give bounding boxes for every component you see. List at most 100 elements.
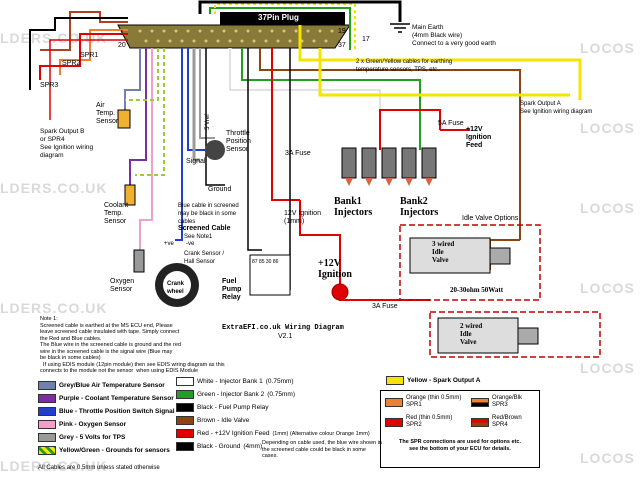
minus-ve-label: -ve bbox=[186, 241, 195, 247]
spark-output-b-label: Spark Output B or SPR4 See Ignition wiri… bbox=[40, 128, 94, 159]
legend-row: Pink - Oxygen Sensor bbox=[38, 419, 126, 430]
oxygen-label: Oxygen Sensor bbox=[110, 278, 135, 293]
legend-label: Blue - Throttle Position Switch Signal bbox=[59, 408, 175, 415]
spr-orange-blk-label: Orange/Blk SPR3 bbox=[492, 395, 523, 408]
legend-swatch bbox=[176, 416, 194, 425]
vref-label: 5 Vref bbox=[204, 114, 211, 130]
diagram-title: ExtraEFI.co.uk Wiring Diagram bbox=[222, 324, 344, 332]
spr-orange-label: Orange (thin 0.5mm) SPR1 bbox=[406, 395, 462, 408]
legend-swatch bbox=[38, 433, 56, 442]
ground-label: Ground bbox=[208, 186, 232, 193]
watermark-right-3: LOCOS bbox=[580, 200, 635, 216]
plug-pin-20: 20 bbox=[118, 42, 126, 49]
spr3-label: SPR3 bbox=[40, 82, 59, 89]
legend-swatch bbox=[38, 446, 56, 455]
watermark-mid-left: LDERS.CO.UK bbox=[0, 180, 108, 196]
spr-orange-blk-cell: Orange/Blk SPR3 bbox=[471, 395, 522, 409]
watermark-right-2: LOCOS bbox=[580, 120, 635, 136]
legend-swatch bbox=[38, 407, 56, 416]
spr-yellow-label: Yellow - Spark Output A bbox=[407, 377, 481, 384]
watermark-right-5: LOCOS bbox=[580, 360, 635, 376]
idle3-resistor-label: 20-30ohm 50Watt bbox=[450, 286, 504, 294]
earthing-label: 2 x Green/Yellow cables for earthing tem… bbox=[356, 59, 453, 73]
legend-label: Black - Ground bbox=[197, 443, 241, 450]
legend-label: White - Injector Bank 1 bbox=[197, 378, 263, 385]
ign-12v-1mm-label: 12V Ignition (1mm) bbox=[284, 210, 321, 225]
plus-ve-label: +ve bbox=[164, 241, 174, 247]
see-note1-label: See Note1 bbox=[184, 234, 213, 240]
cable-note: Depending on cable used, the blue wire s… bbox=[262, 440, 382, 459]
legend-row: Purple - Coolant Temperature Sensor bbox=[38, 393, 174, 404]
legend-swatch bbox=[176, 403, 194, 412]
legend-extra: (0.75mm) bbox=[267, 391, 296, 398]
blue-cable-label: Blue cable in screened may be black in s… bbox=[178, 203, 239, 225]
legend-label: Pink - Oxygen Sensor bbox=[59, 421, 127, 428]
plug-pin-19: 19 bbox=[338, 28, 346, 35]
legend-swatch bbox=[38, 420, 56, 429]
legend-extra: (4mm) bbox=[243, 443, 263, 450]
watermark-right-1: LOCOS bbox=[580, 40, 635, 56]
fuse-5a-label: 5A Fuse bbox=[438, 120, 464, 127]
plug-pin-37: 37 bbox=[338, 42, 346, 49]
ign-feed-label: +12V Ignition Feed bbox=[466, 126, 492, 149]
legend-label: All Cables are 0.5mm unless stated other… bbox=[38, 464, 160, 471]
legend-swatch bbox=[176, 390, 194, 399]
legend-extra: (1mm) (Alternative colour Orange 1mm) bbox=[272, 430, 370, 437]
legend-wires: White - Injector Bank 1 (0.75mm) Green -… bbox=[176, 376, 376, 466]
legend-row: Black - Fuel Pump Relay bbox=[176, 402, 269, 413]
legend-swatch bbox=[385, 417, 403, 427]
fuse-3a-top-label: 3A Fuse bbox=[285, 150, 311, 157]
legend-swatch bbox=[38, 381, 56, 390]
plug-pin-1: 1 bbox=[120, 30, 124, 37]
idle-options-label: Idle Valve Options bbox=[462, 215, 519, 222]
legend-label: Grey/Blue Air Temperature Sensor bbox=[59, 382, 165, 389]
fuse-3a-b-label: 3A Fuse bbox=[372, 303, 398, 310]
legend-extra: (0.75mm) bbox=[265, 378, 294, 385]
legend-swatch bbox=[471, 397, 489, 407]
legend-swatch bbox=[471, 417, 489, 427]
air-temp-label: Air Temp. Sensor bbox=[96, 102, 119, 125]
legend-label: Grey - 5 Volts for TPS bbox=[59, 434, 126, 441]
main-earth-label: Main Earth (4mm Black wire) Connect to a… bbox=[412, 24, 496, 47]
spr-orange-cell: Orange (thin 0.5mm) SPR1 bbox=[385, 395, 461, 409]
spr-table: Yellow - Spark Output A Orange (thin 0.5… bbox=[380, 370, 540, 470]
injectors bbox=[341, 147, 437, 186]
legend-label: Black - Fuel Pump Relay bbox=[197, 404, 269, 411]
relay-pins-label: 87 85 30 86 bbox=[252, 259, 279, 265]
legend-row: White - Injector Bank 1 (0.75mm) bbox=[176, 376, 294, 387]
legend-sensors: Grey/Blue Air Temperature Sensor Purple … bbox=[38, 372, 175, 476]
spr-red-label: Red (thin 0.5mm) SPR2 bbox=[406, 415, 453, 428]
spr2-label: SPR2 bbox=[62, 60, 81, 67]
coolant-label: Coolant Temp. Sensor bbox=[104, 202, 129, 225]
legend-row: Grey - 5 Volts for TPS bbox=[38, 432, 125, 443]
legend-swatch bbox=[385, 397, 403, 407]
spr-yellow-row: Yellow - Spark Output A bbox=[386, 376, 480, 385]
diagram-version: V2.1 bbox=[278, 333, 293, 340]
legend-row: Blue - Throttle Position Switch Signal bbox=[38, 406, 175, 417]
screened-cable-label: Screened Cable bbox=[178, 225, 231, 232]
legend-label: Purple - Coolant Temperature Sensor bbox=[59, 395, 174, 402]
plug-title: 37Pin Plug bbox=[258, 13, 299, 22]
legend-swatch bbox=[176, 429, 194, 438]
spr1-label: SPR1 bbox=[80, 52, 99, 59]
spr-note: The SPR connections are used for options… bbox=[399, 439, 521, 452]
legend-row: Red - +12V Ignition Feed (1mm) (Alternat… bbox=[176, 428, 370, 439]
legend-swatch bbox=[176, 377, 194, 386]
legend-swatch bbox=[176, 442, 194, 451]
legend-label: Red - +12V Ignition Feed bbox=[197, 430, 270, 437]
spr-red-brown-cell: Red/Brown SPR4 bbox=[471, 415, 522, 429]
legend-label: Green - Injector Bank 2 bbox=[197, 391, 265, 398]
spr-red-brown-label: Red/Brown SPR4 bbox=[492, 415, 522, 428]
note1-text: Note 1: Screened cable is earthed at the… bbox=[40, 316, 225, 374]
legend-label: Yellow/Green - Grounds for sensors bbox=[59, 447, 170, 454]
spr-red-cell: Red (thin 0.5mm) SPR2 bbox=[385, 415, 452, 429]
legend-row: Grey/Blue Air Temperature Sensor bbox=[38, 380, 165, 391]
plug-pin-17: 17 bbox=[362, 36, 370, 43]
legend-row: All Cables are 0.5mm unless stated other… bbox=[38, 462, 160, 473]
bank1-label: Bank1 Injectors bbox=[334, 196, 373, 218]
legend-row: Brown - Idle Valve bbox=[176, 415, 249, 426]
idle2-label: 2 wired Idle Valve bbox=[460, 322, 483, 346]
legend-swatch bbox=[386, 376, 404, 385]
